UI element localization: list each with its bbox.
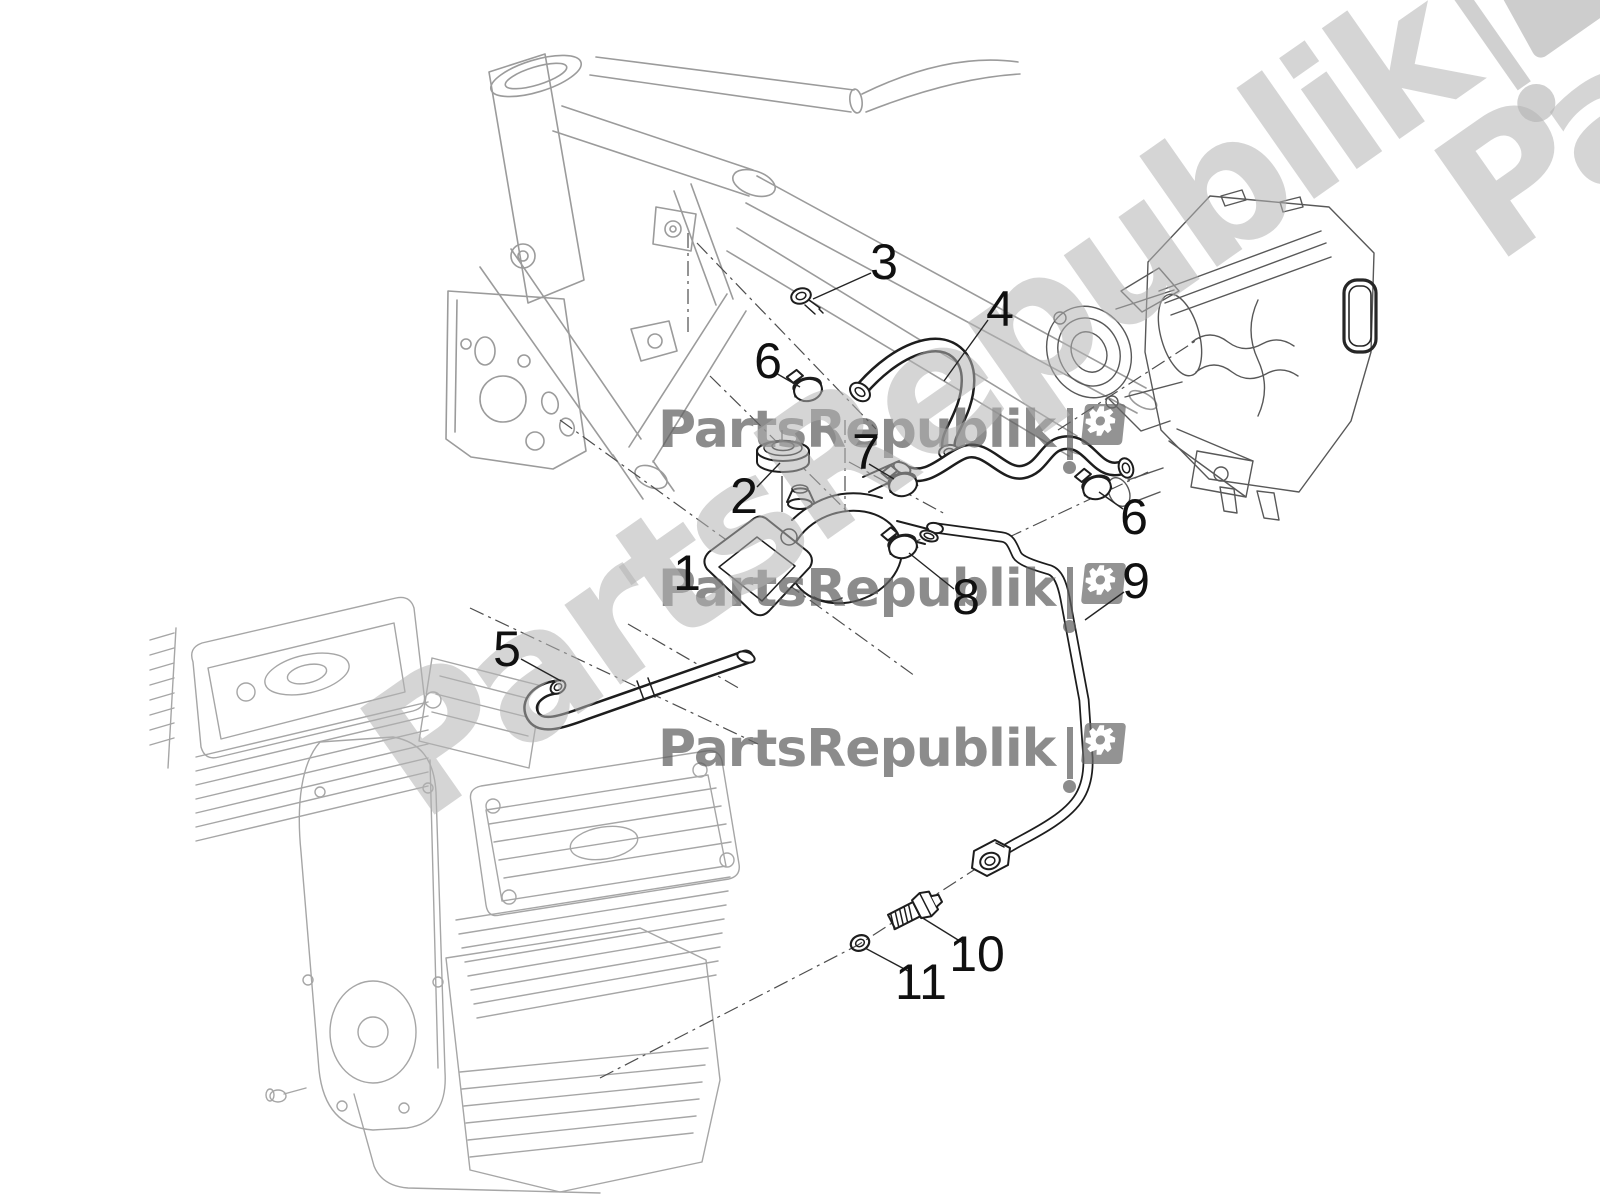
part-callout-3: 3	[870, 234, 898, 290]
part-5-j-hose	[523, 649, 756, 731]
part-callout-10: 10	[949, 926, 1005, 982]
exploded-parts	[523, 287, 1135, 952]
part-11-ring	[849, 934, 871, 952]
part-callout-1: 1	[673, 545, 701, 601]
part-callout-4: 4	[986, 281, 1014, 337]
leader-line-2	[756, 462, 781, 488]
leader-line-11	[864, 947, 909, 972]
part-callout-7: 7	[852, 424, 880, 480]
part-callout-6: 6	[754, 333, 782, 389]
leader-line-7	[868, 463, 895, 480]
leader-line-10	[920, 916, 964, 944]
leader-line-6	[773, 371, 801, 388]
part-9-pipe	[926, 521, 1094, 877]
leader-line-5	[520, 658, 562, 682]
leader-line-9	[1084, 591, 1125, 621]
part-callout-9: 9	[1122, 553, 1150, 609]
part-10-stud	[886, 890, 944, 931]
part-callout-6: 6	[1120, 489, 1148, 545]
part-callout-8: 8	[952, 569, 980, 625]
leader-line-6	[1098, 491, 1124, 510]
leader-line-4	[943, 319, 989, 382]
leader-line-8	[908, 552, 955, 590]
motorcycle-frame-drawing	[445, 53, 1158, 500]
part-callout-2: 2	[730, 468, 758, 524]
part-callout-5: 5	[493, 621, 521, 677]
valve-to-airbox-hose	[897, 435, 1135, 483]
part-2-cap	[756, 439, 810, 473]
engine-drawing	[149, 596, 740, 1194]
leader-line-3	[812, 272, 872, 300]
part-callout-11: 11	[895, 954, 947, 1010]
part-3-screw	[790, 287, 824, 315]
